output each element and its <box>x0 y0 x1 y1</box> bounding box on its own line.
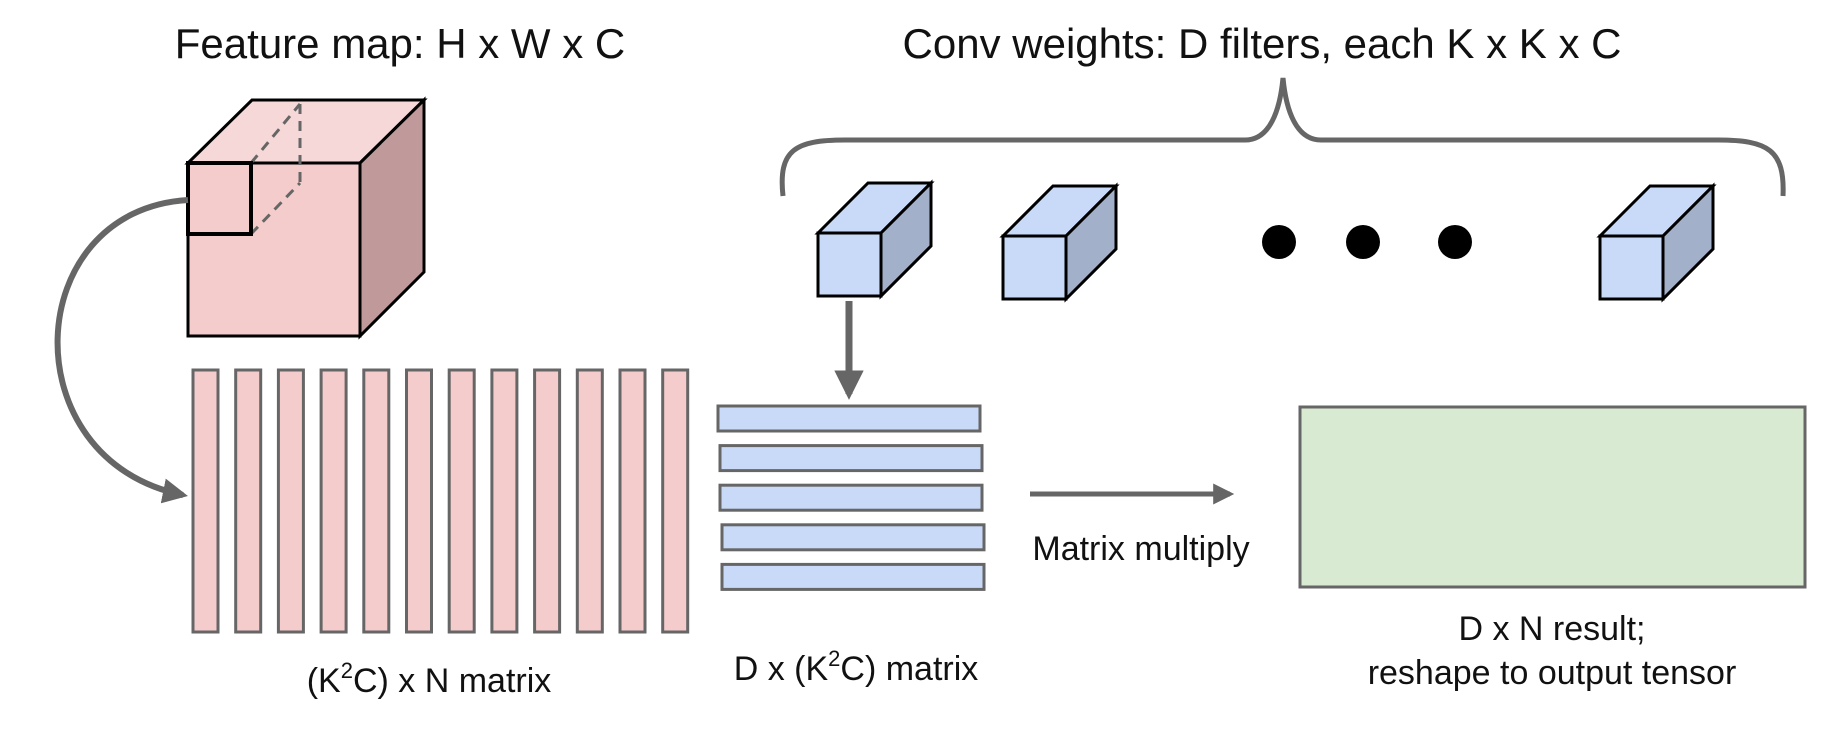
matrix-column <box>191 368 220 634</box>
result-matrix <box>1298 405 1807 589</box>
matrix-column <box>405 368 433 634</box>
row-matrix-label: D x (K2C) matrix <box>734 646 979 688</box>
matrix-row <box>720 562 986 591</box>
feature-cube-front-face <box>186 161 362 338</box>
column-matrix <box>191 368 690 634</box>
filters-brace <box>779 77 1786 197</box>
matrix-column <box>490 368 519 634</box>
result-label-line2: reshape to output tensor <box>1368 654 1737 692</box>
column-matrix-label: (K2C) x N matrix <box>307 658 552 700</box>
matrix-multiply-label: Matrix multiply <box>1032 530 1249 568</box>
matrix-column <box>234 368 263 634</box>
feature-map-cube <box>184 96 428 340</box>
ellipsis-dot <box>1438 225 1472 259</box>
matrix-row <box>718 444 984 473</box>
ellipsis-dots <box>1262 225 1472 259</box>
matrix-column <box>533 368 562 634</box>
matrix-column <box>575 368 604 634</box>
matrix-row <box>720 523 986 552</box>
column-matrix-label-sup: 2 <box>341 658 353 683</box>
matrix-column <box>362 368 391 634</box>
matrix-column <box>276 368 305 634</box>
receptive-field-window <box>186 161 253 236</box>
patch-to-column-arrow <box>54 197 189 504</box>
column-matrix-label-post: C) x N matrix <box>353 662 551 700</box>
result-label-line1: D x N result; <box>1458 610 1645 648</box>
ellipsis-dot <box>1346 225 1380 259</box>
row-matrix <box>716 404 986 591</box>
ellipsis-dot <box>1262 225 1296 259</box>
matrix-column <box>319 368 348 634</box>
filter-cube <box>1596 182 1717 303</box>
column-matrix-label-pre: (K <box>307 662 341 700</box>
conv-filters <box>814 179 1717 303</box>
feature-map-title: Feature map: H x W x C <box>175 20 625 67</box>
row-matrix-label-post: C) matrix <box>840 650 978 688</box>
matrix-column <box>618 368 647 634</box>
conv-weights-title: Conv weights: D filters, each K x K x C <box>903 20 1622 67</box>
matrix-row <box>716 404 982 433</box>
row-matrix-label-pre: D x (K <box>734 650 829 688</box>
matrix-row <box>718 483 984 512</box>
filter-cube <box>814 179 935 300</box>
matrix-column <box>447 368 476 634</box>
row-matrix-label-sup: 2 <box>828 646 840 671</box>
filter-cube <box>999 182 1120 303</box>
matrix-column <box>661 368 690 634</box>
